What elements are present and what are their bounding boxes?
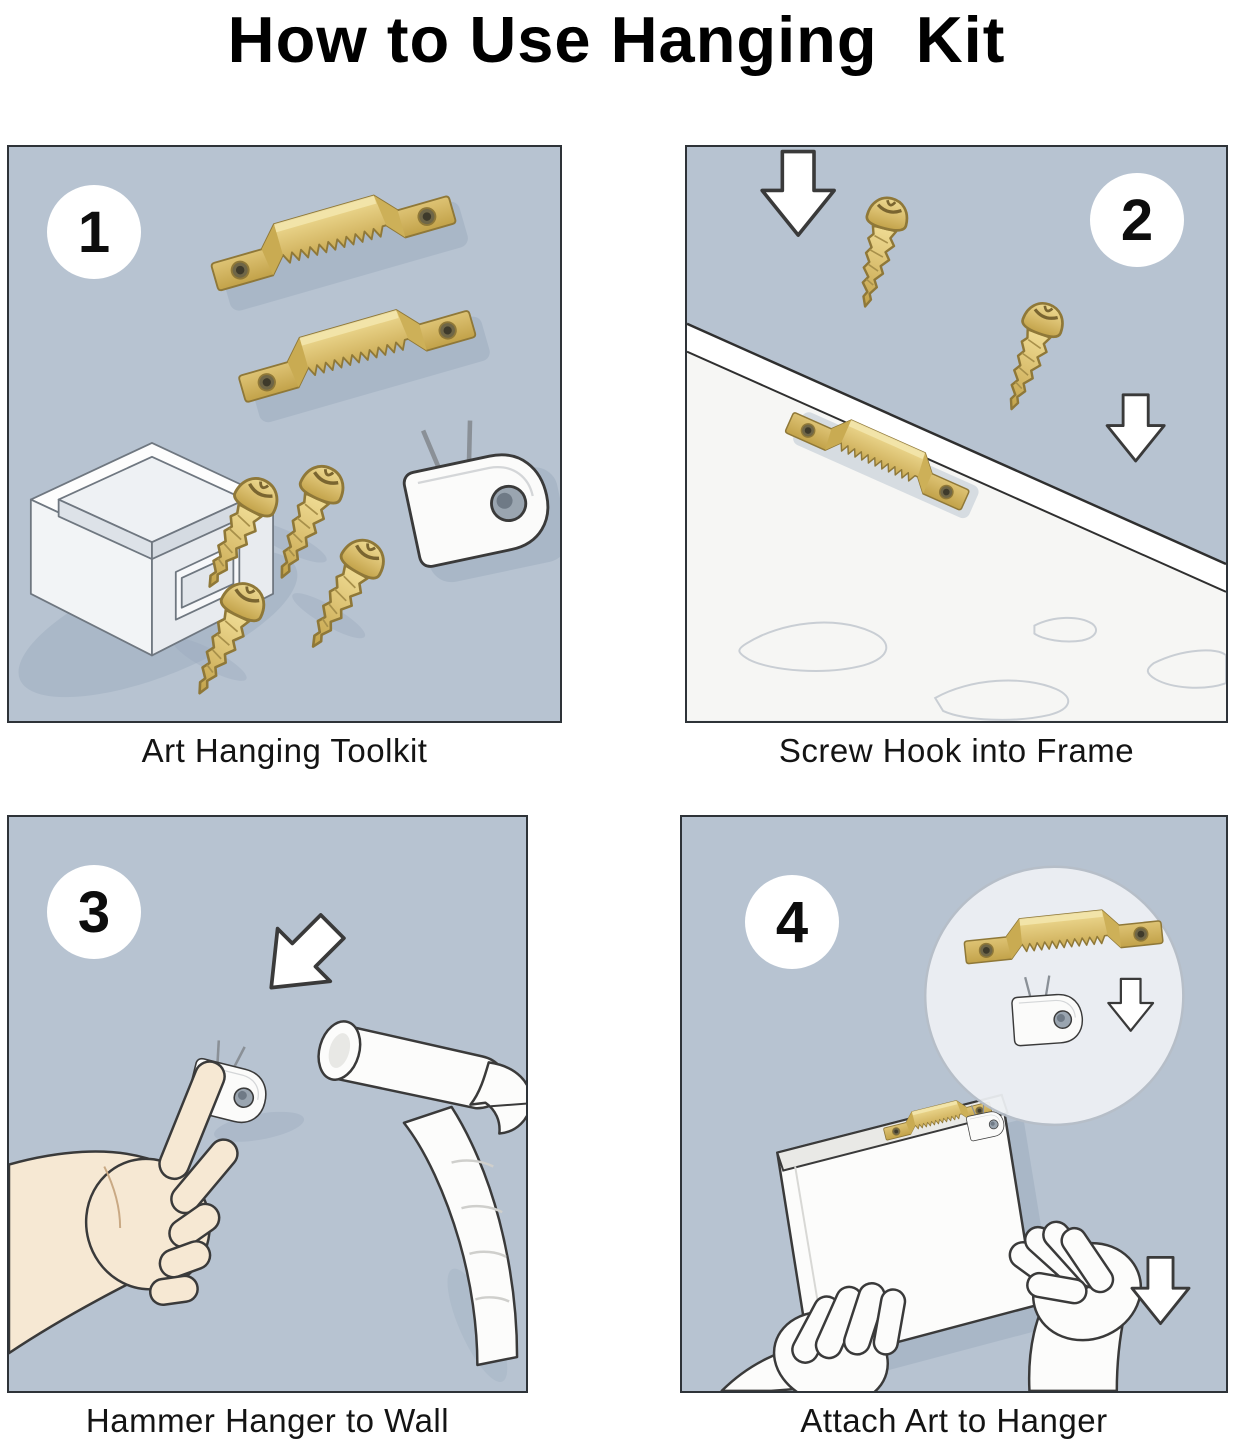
step-panel-3: 3 Hammer Hanger to Wall bbox=[7, 815, 528, 1440]
screw-icon bbox=[843, 192, 914, 313]
step-number-badge: 2 bbox=[1090, 173, 1184, 267]
step-number-badge: 1 bbox=[47, 185, 141, 279]
step-panel-2: 2 Screw Hook into Frame bbox=[685, 145, 1228, 770]
panel-1-illustration: 1 bbox=[7, 145, 562, 723]
attach-art-scene bbox=[720, 865, 1191, 1391]
panel-3-illustration: 3 bbox=[7, 815, 528, 1393]
step-number-badge: 4 bbox=[745, 875, 839, 969]
wood-frame-board bbox=[687, 322, 1226, 721]
hammer-icon bbox=[317, 1020, 526, 1382]
panel-caption: Hammer Hanger to Wall bbox=[85, 1402, 450, 1439]
step-panel-4: 4 Attach Art to Hanger bbox=[680, 815, 1228, 1440]
panel-caption: Screw Hook into Frame bbox=[778, 732, 1135, 769]
toolkit-scene bbox=[18, 174, 560, 705]
screw-into-frame-scene bbox=[687, 149, 1226, 721]
panel-caption: Art Hanging Toolkit bbox=[141, 732, 428, 769]
down-left-arrow-icon bbox=[243, 898, 361, 1016]
down-arrow-icon bbox=[1105, 393, 1166, 463]
page-title: How to Use Hanging Kit bbox=[227, 3, 1006, 76]
down-arrow-icon bbox=[760, 149, 836, 237]
screw-icon bbox=[991, 296, 1071, 418]
panel-caption: Attach Art to Hanger bbox=[800, 1402, 1108, 1439]
step-number-badge: 3 bbox=[47, 865, 141, 959]
panel-2-illustration: 2 bbox=[685, 145, 1228, 723]
magnifier-circle bbox=[923, 865, 1185, 1127]
step-panel-1: 1 Art Hanging Toolkit bbox=[7, 145, 562, 770]
hand-icon bbox=[9, 1060, 239, 1355]
panel-4-illustration: 4 bbox=[680, 815, 1228, 1393]
down-arrow-icon bbox=[1130, 1255, 1191, 1326]
hammer-to-wall-scene bbox=[9, 898, 526, 1382]
right-hand-icon bbox=[1008, 1220, 1143, 1391]
left-hand-icon bbox=[720, 1282, 907, 1391]
